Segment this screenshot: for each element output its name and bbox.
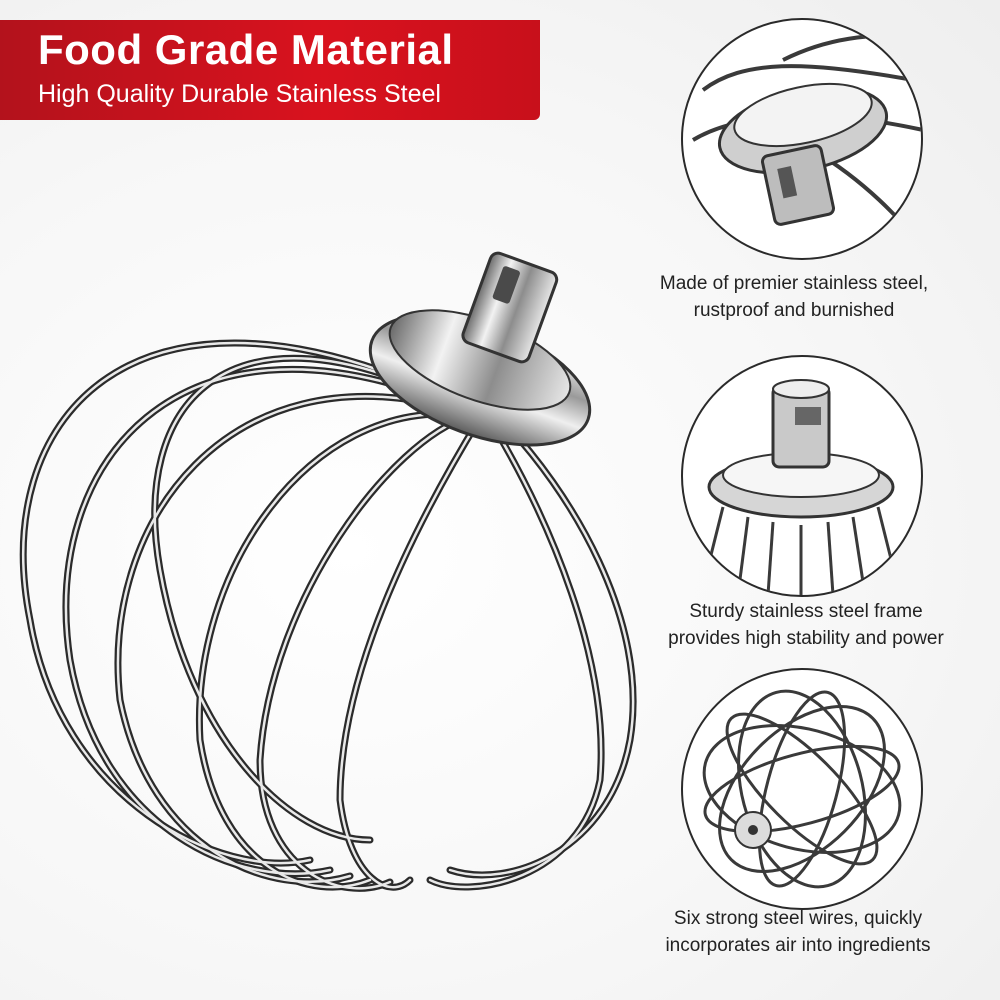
feature-caption-3-line2: incorporates air into ingredients bbox=[665, 935, 931, 956]
feature-caption-3-line1: Six strong steel wires, quickly bbox=[673, 908, 923, 929]
feature-caption-1-line2: rustproof and burnished bbox=[693, 300, 895, 321]
banner-title: Food Grade Material bbox=[38, 26, 454, 73]
feature-caption-1: Made of premier stainless steel, rustpro… bbox=[614, 270, 974, 324]
feature-caption-1-line1: Made of premier stainless steel, bbox=[659, 273, 929, 294]
whisk-wires-topview-icon bbox=[702, 689, 902, 889]
feature-caption-2-line2: provides high stability and power bbox=[668, 628, 944, 649]
banner-subtitle: High Quality Durable Stainless Steel bbox=[38, 80, 441, 108]
detail-circle-frame bbox=[681, 355, 923, 597]
detail-circle-collar bbox=[681, 18, 923, 260]
balloon-whisk-icon bbox=[19, 251, 637, 892]
feature-caption-2: Sturdy stainless steel frame provides hi… bbox=[626, 598, 986, 652]
detail-circle-wires bbox=[681, 668, 923, 910]
title-banner: Food Grade Material High Quality Durable… bbox=[0, 20, 540, 120]
whisk-collar-closeup-icon bbox=[691, 34, 921, 251]
feature-caption-2-line1: Sturdy stainless steel frame bbox=[689, 601, 923, 622]
feature-caption-3: Six strong steel wires, quickly incorpor… bbox=[618, 905, 978, 959]
whisk-shaft-frame-icon bbox=[701, 379, 900, 595]
